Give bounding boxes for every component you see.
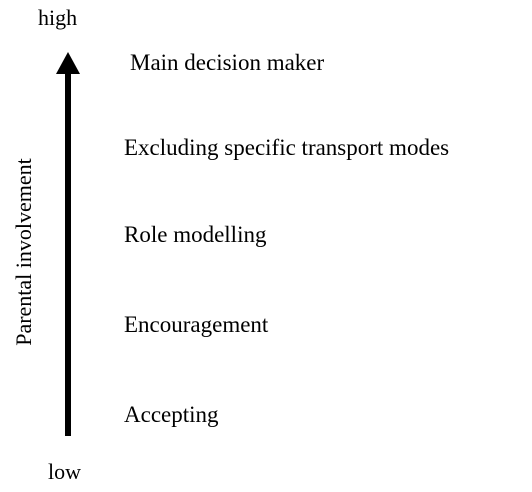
axis-low-label: low xyxy=(48,459,81,484)
level-main-decision-maker: Main decision maker xyxy=(130,50,325,75)
up-arrow-icon xyxy=(56,52,80,436)
axis-label: Parental involvement xyxy=(11,158,36,346)
level-accepting: Accepting xyxy=(124,402,219,427)
arrow-head xyxy=(56,52,80,74)
level-role-modelling: Role modelling xyxy=(124,222,267,247)
arrow-shaft xyxy=(65,72,71,436)
level-encouragement: Encouragement xyxy=(124,312,269,337)
level-excluding-transport-modes: Excluding specific transport modes xyxy=(124,135,450,160)
axis-high-label: high xyxy=(38,5,78,30)
